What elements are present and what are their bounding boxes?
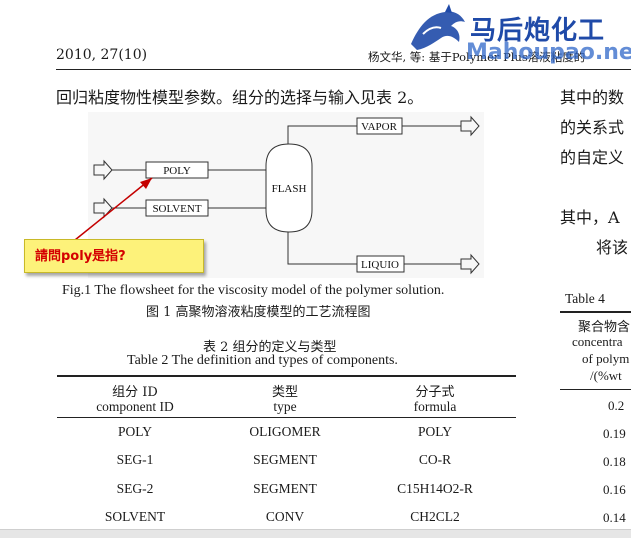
running-head: 杨文华, 等: 基于Polymer Plus溶液粘度的 — [368, 50, 586, 64]
table4-top-rule — [560, 311, 631, 313]
right-column-line: 其中，A — [560, 208, 620, 227]
stream-liquid-label: LIQUIO — [361, 259, 399, 271]
body-paragraph-line: 回归粘度物性模型参数。组分的选择与输入见表 2。 — [56, 88, 424, 107]
flash-label: FLASH — [272, 183, 307, 195]
table-cell: SEG-2 — [116, 481, 154, 496]
table4-head: /(%wt — [590, 368, 622, 383]
table4-title: Table 4 — [565, 291, 605, 306]
table-cell: POLY — [118, 424, 152, 439]
table2-header-en: type — [273, 399, 297, 414]
right-column-line: 将该 — [596, 238, 629, 257]
horse-logo-icon — [411, 4, 465, 50]
table2-header-en: formula — [413, 399, 457, 414]
stream-vapor-label: VAPOR — [361, 121, 398, 133]
right-column-line: 的关系式 — [560, 118, 625, 137]
table-cell: POLY — [418, 424, 452, 439]
table4-value: 0.2 — [608, 398, 625, 413]
table-cell: CO-R — [418, 452, 452, 467]
table4-value: 0.14 — [603, 510, 626, 525]
callout-arrowhead-icon — [140, 178, 152, 189]
table2-top-rule — [57, 375, 516, 377]
liquid-out-arrow-icon — [460, 253, 480, 275]
vapor-out-arrow-icon — [460, 115, 480, 137]
table4-head: concentra — [572, 334, 623, 349]
table-cell: SOLVENT — [104, 509, 166, 524]
journal-issue: 2010, 27(10) — [56, 47, 148, 63]
horizontal-scrollbar[interactable] — [0, 529, 631, 538]
table2-header-en: component ID — [96, 399, 174, 414]
comment-callout[interactable]: 請問poly是指? — [24, 239, 204, 273]
table-cell: C15H14O2-R — [397, 481, 473, 496]
table-cell: OLIGOMER — [249, 424, 321, 439]
table-cell: SEGMENT — [253, 452, 317, 467]
figure-caption-cn: 图 1 高聚物溶液粘度模型的工艺流程图 — [146, 305, 371, 320]
table4-header-rule — [560, 389, 631, 390]
poly-feed-arrow-icon — [93, 159, 113, 181]
table-cell: CONV — [265, 509, 305, 524]
figure-caption-en: Fig.1 The flowsheet for the viscosity mo… — [62, 283, 445, 298]
table4-head: 聚合物含 — [578, 320, 631, 335]
flash-vessel — [265, 143, 313, 233]
right-column-line: 其中的数 — [560, 88, 625, 107]
callout-pointer — [69, 177, 153, 245]
header-rule — [56, 69, 631, 70]
table2-header-cn: 分子式 — [415, 385, 455, 400]
right-column-line: 的自定义 — [560, 148, 625, 167]
table4-value: 0.19 — [603, 426, 626, 441]
table4-value: 0.18 — [603, 454, 626, 469]
stream-poly-label: POLY — [163, 165, 191, 177]
table-cell: SEG-1 — [116, 452, 154, 467]
table2-header-cn: 类型 — [271, 385, 298, 400]
table2-header-rule — [57, 417, 516, 418]
logo-domain: Mahoupao.net — [466, 40, 631, 65]
table-cell: SEGMENT — [253, 481, 317, 496]
table4-value: 0.16 — [603, 482, 626, 497]
stream-solvent-label: SOLVENT — [152, 203, 201, 215]
logo-chinese: 马后炮化工 — [470, 16, 606, 46]
table-cell: CH2CL2 — [410, 509, 460, 524]
table2-header-cn: 组分 ID — [112, 385, 158, 400]
table4-head: of polym — [582, 351, 630, 366]
table2-title-en: Table 2 The definition and types of comp… — [127, 353, 398, 368]
table2-title-cn: 表 2 组分的定义与类型 — [203, 340, 337, 355]
